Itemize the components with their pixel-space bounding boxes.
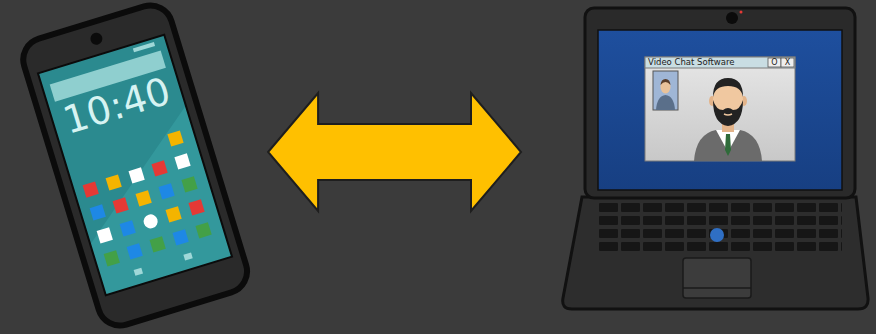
window-title: Video Chat Software [648,57,768,68]
screen-fill [38,35,232,295]
app-icon [188,199,204,215]
window-button [781,58,794,67]
app-icon [195,222,211,238]
app-icons [76,130,217,282]
app-icon [129,167,145,183]
trackpad-split [683,287,751,289]
keyboard [598,202,842,254]
status-bar [133,42,155,52]
remote-person [694,78,762,161]
app-icon [151,160,167,176]
smartphone-node: 10:40 [14,0,256,334]
chat-window [645,57,795,161]
tie [725,134,731,156]
app-icon [174,153,190,169]
app-icon [127,243,143,259]
webcam [726,12,738,24]
trackpoint [710,228,724,242]
app-icon [113,197,129,213]
window-button-label: X [781,58,794,67]
window-button [768,58,781,67]
double-arrow [268,93,521,211]
self-view [653,71,678,110]
app-icon [142,213,159,230]
webcam-light [740,11,743,14]
nav-dot [134,268,143,276]
thumb-body [656,95,675,110]
app-icon [136,190,152,206]
smartphone [18,0,253,331]
app-icon [97,227,113,243]
hair [713,78,743,97]
trackpad [683,258,751,298]
clock-time: 10:40 [34,61,200,150]
app-icon [83,181,99,197]
laptop [563,8,868,309]
window-button-label: O [768,58,781,67]
phone-camera [89,31,104,46]
nav-dot [183,252,192,260]
app-icon [167,130,183,146]
laptop-screen [598,30,842,190]
app-icon [90,204,106,220]
app-icon [120,220,136,236]
phone-screen [38,35,232,295]
laptop-node: Video Chat Software [565,8,862,310]
app-icon [173,229,189,245]
thumb-hair [661,79,671,85]
laptop-base [563,197,868,309]
app-icon [158,183,174,199]
app-icon [104,250,120,266]
app-icon [181,176,197,192]
laptop-lid [585,8,855,198]
app-icon [150,236,166,252]
screen-border [38,35,232,295]
phone-body [18,0,253,331]
app-icon [106,174,122,190]
suit [694,130,762,161]
mouth [724,114,732,115]
window-titlebar [645,57,795,68]
thumbnail [653,71,678,110]
beard [713,100,743,126]
app-icon [166,206,182,222]
